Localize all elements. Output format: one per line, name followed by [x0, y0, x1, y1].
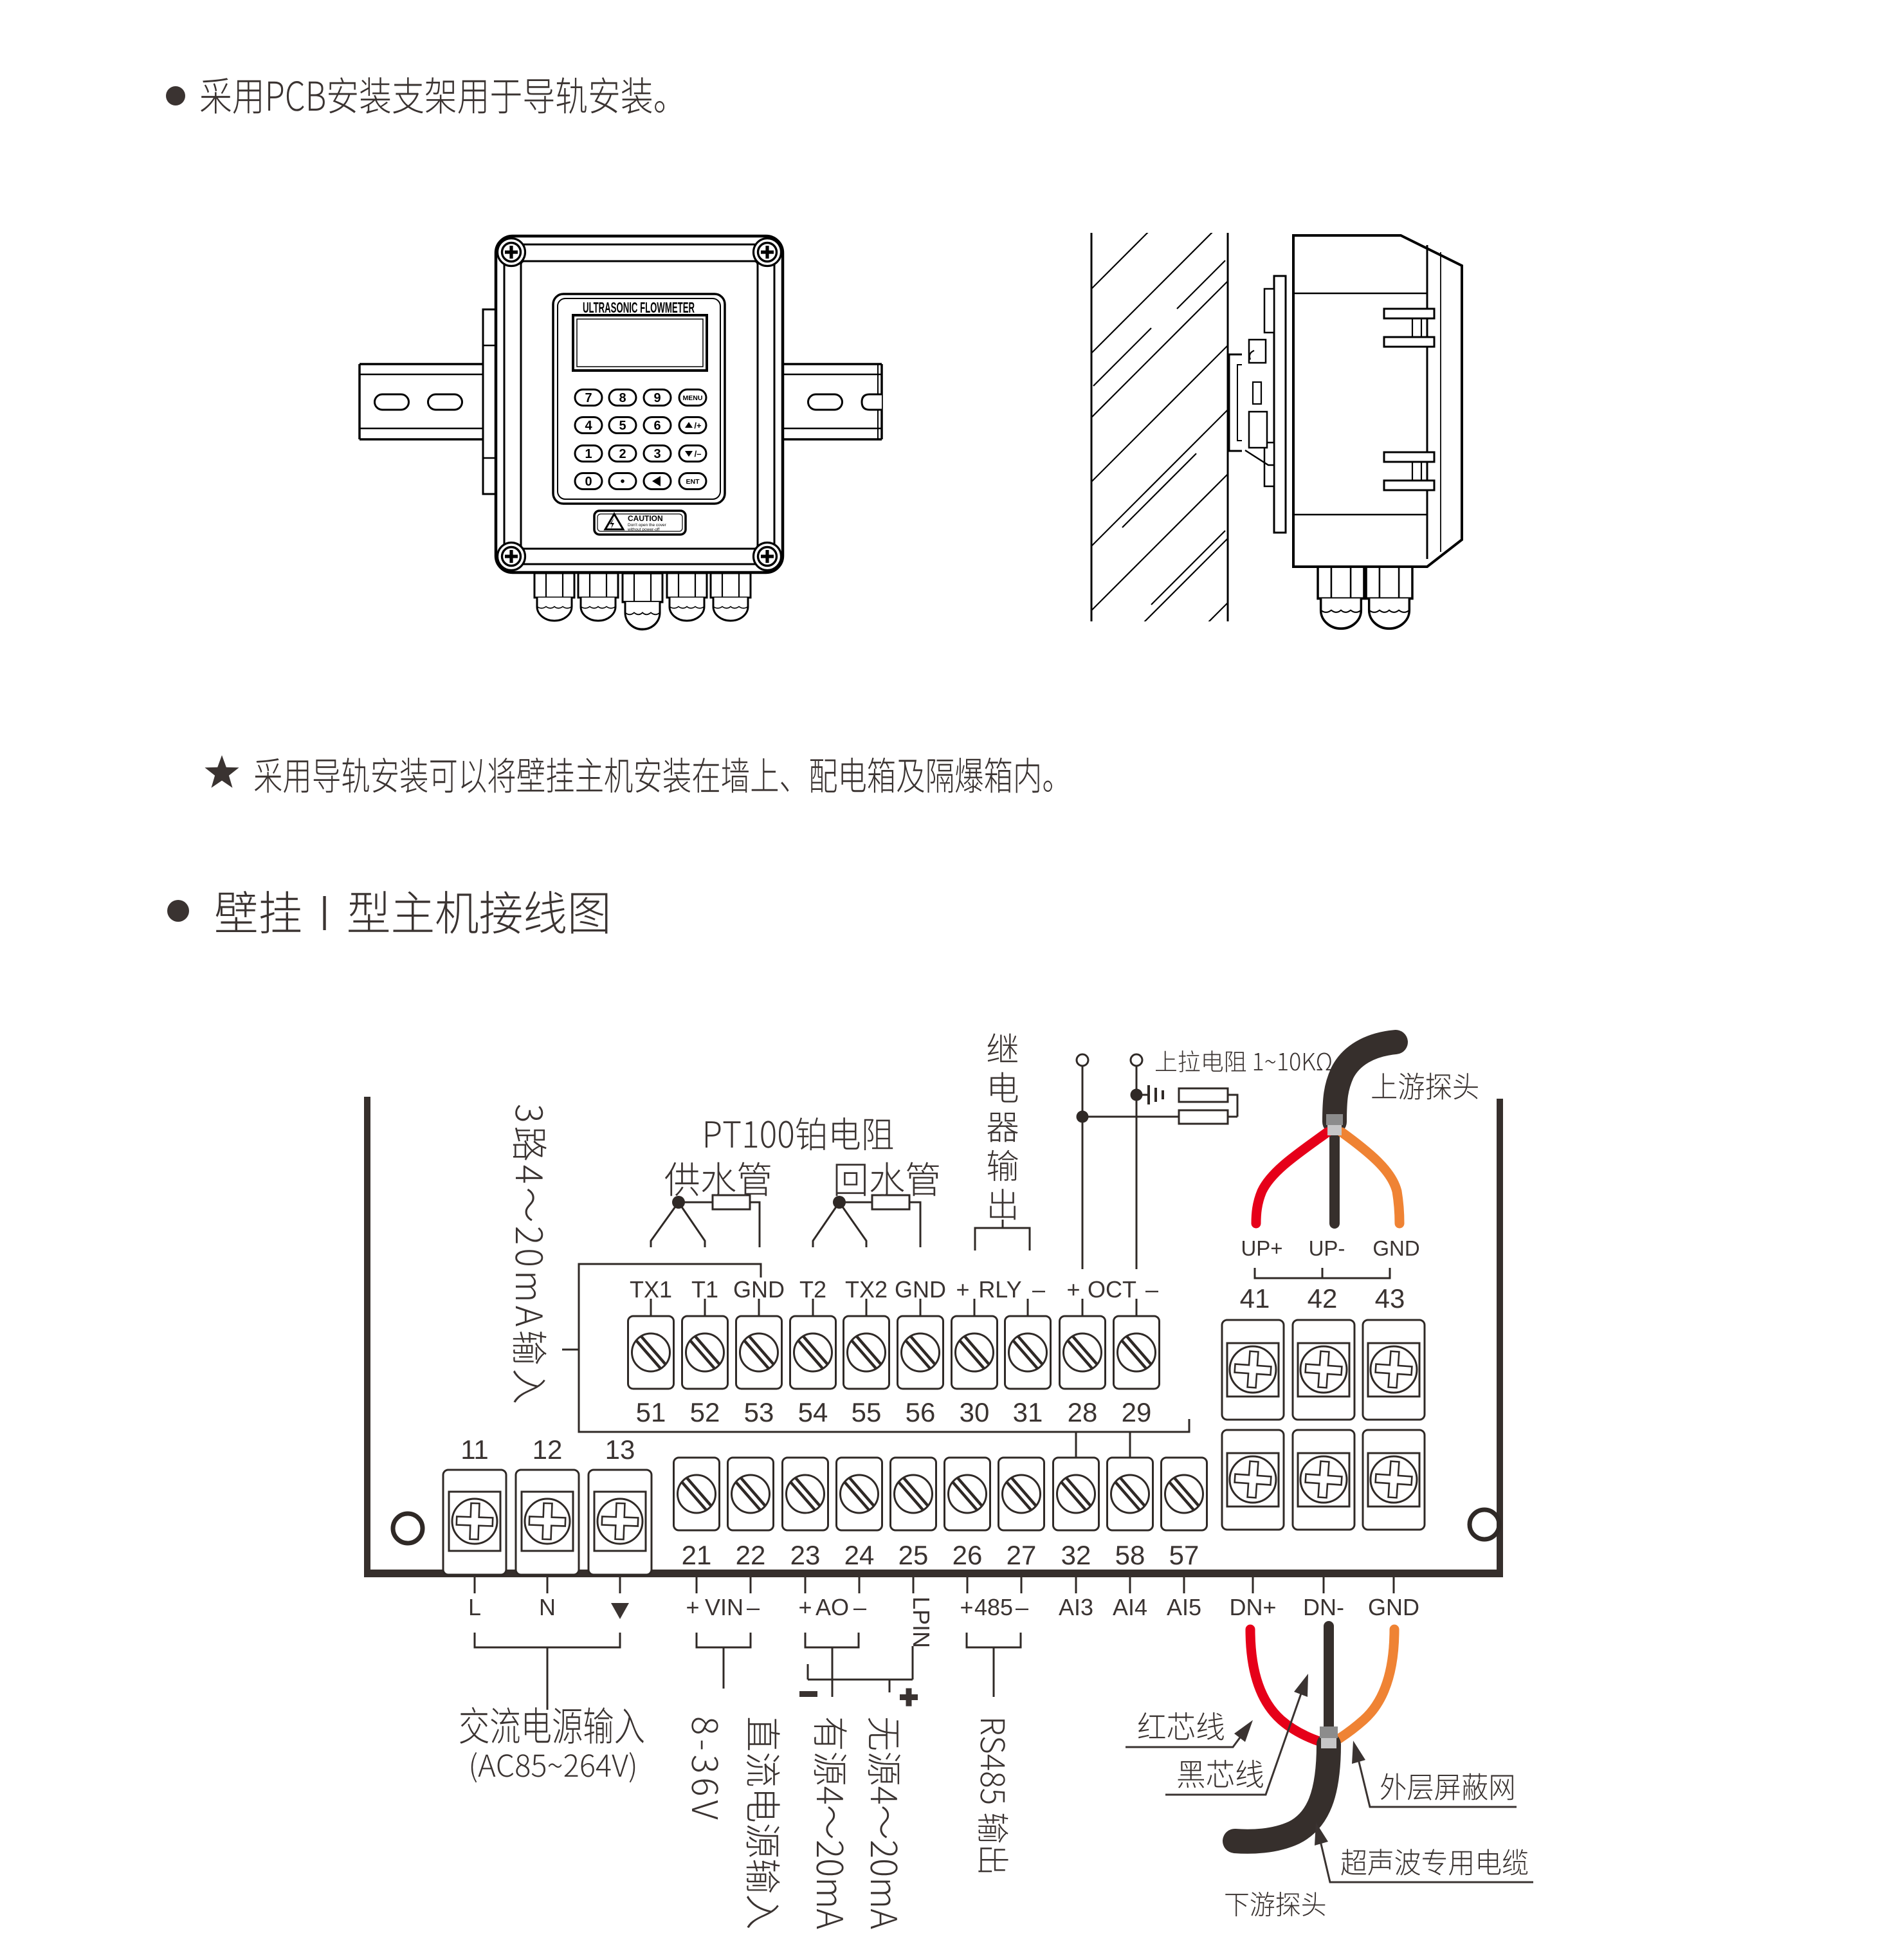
svg-text:25: 25 [898, 1540, 929, 1570]
svg-text:/+: /+ [694, 421, 702, 430]
svg-text:GND: GND [895, 1276, 946, 1303]
svg-text:–: – [747, 1594, 760, 1620]
svg-text:DN+: DN+ [1229, 1594, 1276, 1620]
svg-text:ULTRASONIC FLOWMETER: ULTRASONIC FLOWMETER [583, 299, 695, 316]
svg-text:N: N [539, 1594, 556, 1620]
svg-text:3: 3 [653, 447, 661, 461]
svg-text:+: + [686, 1594, 699, 1620]
svg-text:56: 56 [906, 1397, 936, 1427]
svg-text:55: 55 [852, 1397, 882, 1427]
svg-text:without power-off: without power-off [627, 527, 660, 532]
svg-text:LPIN: LPIN [908, 1597, 934, 1648]
svg-text:T1: T1 [691, 1276, 718, 1303]
svg-text:21: 21 [682, 1540, 712, 1570]
svg-text:41: 41 [1240, 1283, 1270, 1314]
svg-text:31: 31 [1013, 1397, 1043, 1427]
svg-text:6: 6 [653, 419, 661, 433]
svg-text:AO: AO [816, 1594, 849, 1620]
svg-text:OCT: OCT [1088, 1276, 1136, 1303]
svg-text:+: + [956, 1276, 969, 1303]
svg-text:–: – [1016, 1594, 1028, 1620]
svg-text:12: 12 [533, 1434, 563, 1465]
svg-text:UP+: UP+ [1241, 1236, 1282, 1260]
svg-text:29: 29 [1122, 1397, 1152, 1427]
svg-text:30: 30 [960, 1397, 990, 1427]
svg-text:0: 0 [585, 475, 592, 489]
svg-text:Don't open the cover: Don't open the cover [628, 523, 667, 527]
svg-text:54: 54 [798, 1397, 828, 1427]
svg-text:T2: T2 [799, 1276, 826, 1303]
svg-text:/–: /– [695, 449, 702, 459]
svg-text:ENT: ENT [686, 478, 700, 486]
svg-text:43: 43 [1375, 1283, 1405, 1314]
svg-text:2: 2 [619, 447, 626, 461]
svg-text:53: 53 [744, 1397, 774, 1427]
svg-text:42: 42 [1308, 1283, 1338, 1314]
svg-text:–: – [1145, 1276, 1158, 1303]
svg-text:32: 32 [1061, 1540, 1091, 1570]
svg-text:L: L [468, 1594, 481, 1620]
svg-text:13: 13 [605, 1434, 635, 1465]
svg-text:7: 7 [585, 391, 592, 405]
svg-text:UP-: UP- [1309, 1236, 1345, 1260]
svg-text:AI3: AI3 [1059, 1594, 1093, 1620]
svg-text:MENU: MENU [683, 394, 703, 402]
svg-text:AI4: AI4 [1113, 1594, 1147, 1620]
svg-text:57: 57 [1169, 1540, 1199, 1570]
svg-text:RLY: RLY [978, 1276, 1021, 1303]
svg-text:11: 11 [460, 1434, 489, 1465]
svg-text:–: – [1032, 1276, 1045, 1303]
svg-text:4: 4 [585, 419, 592, 433]
svg-text:28: 28 [1068, 1397, 1098, 1427]
svg-text:GND: GND [1368, 1594, 1419, 1620]
svg-text:26: 26 [953, 1540, 983, 1570]
svg-text:22: 22 [736, 1540, 766, 1570]
svg-text:+: + [798, 1594, 812, 1620]
svg-text:GND: GND [1372, 1236, 1419, 1260]
svg-text:27: 27 [1007, 1540, 1037, 1570]
svg-text:1: 1 [585, 447, 592, 461]
svg-text:TX2: TX2 [845, 1276, 888, 1303]
svg-text:+: + [960, 1594, 973, 1620]
svg-text:24: 24 [844, 1540, 875, 1570]
svg-text:AI5: AI5 [1167, 1594, 1201, 1620]
svg-text:GND: GND [733, 1276, 785, 1303]
svg-text:TX1: TX1 [630, 1276, 672, 1303]
svg-text:CAUTION: CAUTION [628, 514, 663, 523]
svg-text:+: + [1066, 1276, 1080, 1303]
svg-text:9: 9 [653, 391, 661, 405]
svg-text:8: 8 [619, 391, 626, 405]
svg-text:DN-: DN- [1303, 1594, 1344, 1620]
svg-text:5: 5 [619, 419, 626, 433]
svg-text:52: 52 [690, 1397, 720, 1427]
svg-text:485: 485 [974, 1594, 1013, 1620]
svg-text:51: 51 [636, 1397, 666, 1427]
svg-text:–: – [853, 1594, 866, 1620]
svg-text:VIN: VIN [705, 1594, 743, 1620]
svg-text:23: 23 [790, 1540, 821, 1570]
svg-text:58: 58 [1115, 1540, 1145, 1570]
